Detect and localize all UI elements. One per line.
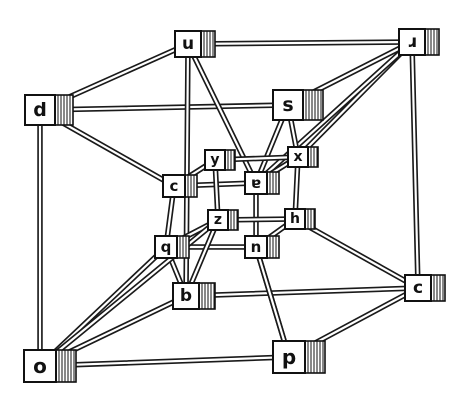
node-c_inner: c [162,174,198,198]
node-u: u [174,30,216,58]
edge-r_top-c_right [409,39,421,291]
node-label-c_right: c [413,278,423,298]
node-label-p: p [282,345,296,369]
node-label-x: x [293,149,302,165]
node-p: p [272,340,326,374]
edge-b-c_right [183,285,421,299]
node-n: n [244,235,280,259]
node-c_right: c [404,274,446,302]
edge-d-s [37,102,291,113]
node-b: b [172,282,216,310]
node-label-z: z [214,212,222,228]
edge-u-r_top [185,39,415,47]
node-o: o [23,349,77,383]
node-label-y: y [210,152,219,168]
node-s: s [272,89,324,121]
node-label-r_top: ɹ [407,32,416,52]
node-x: x [287,146,319,168]
node-label-u: u [182,34,194,54]
node-label-q: q [161,238,172,256]
node-layer: y x z h c ɐ q n u ɹ b c s d o p [23,28,446,383]
edge-layer [37,39,421,369]
node-label-a_inner: ɐ [251,174,261,192]
edge-n-p [253,244,292,360]
node-label-c_inner: c [170,177,179,195]
node-label-b: b [180,286,192,306]
node-label-o: o [33,354,47,378]
node-r_top: ɹ [398,28,440,56]
edge-o-p [37,354,292,369]
node-a_inner: ɐ [244,171,280,195]
node-label-n: n [251,238,262,256]
node-label-h: h [290,211,300,227]
node-y: y [204,149,236,171]
node-d: d [24,94,74,126]
node-h: h [284,208,316,230]
node-z: z [207,209,239,231]
node-label-s: s [282,94,293,116]
node-label-d: d [33,99,47,121]
edge-c_right-h [292,216,421,291]
node-q: q [154,235,190,259]
